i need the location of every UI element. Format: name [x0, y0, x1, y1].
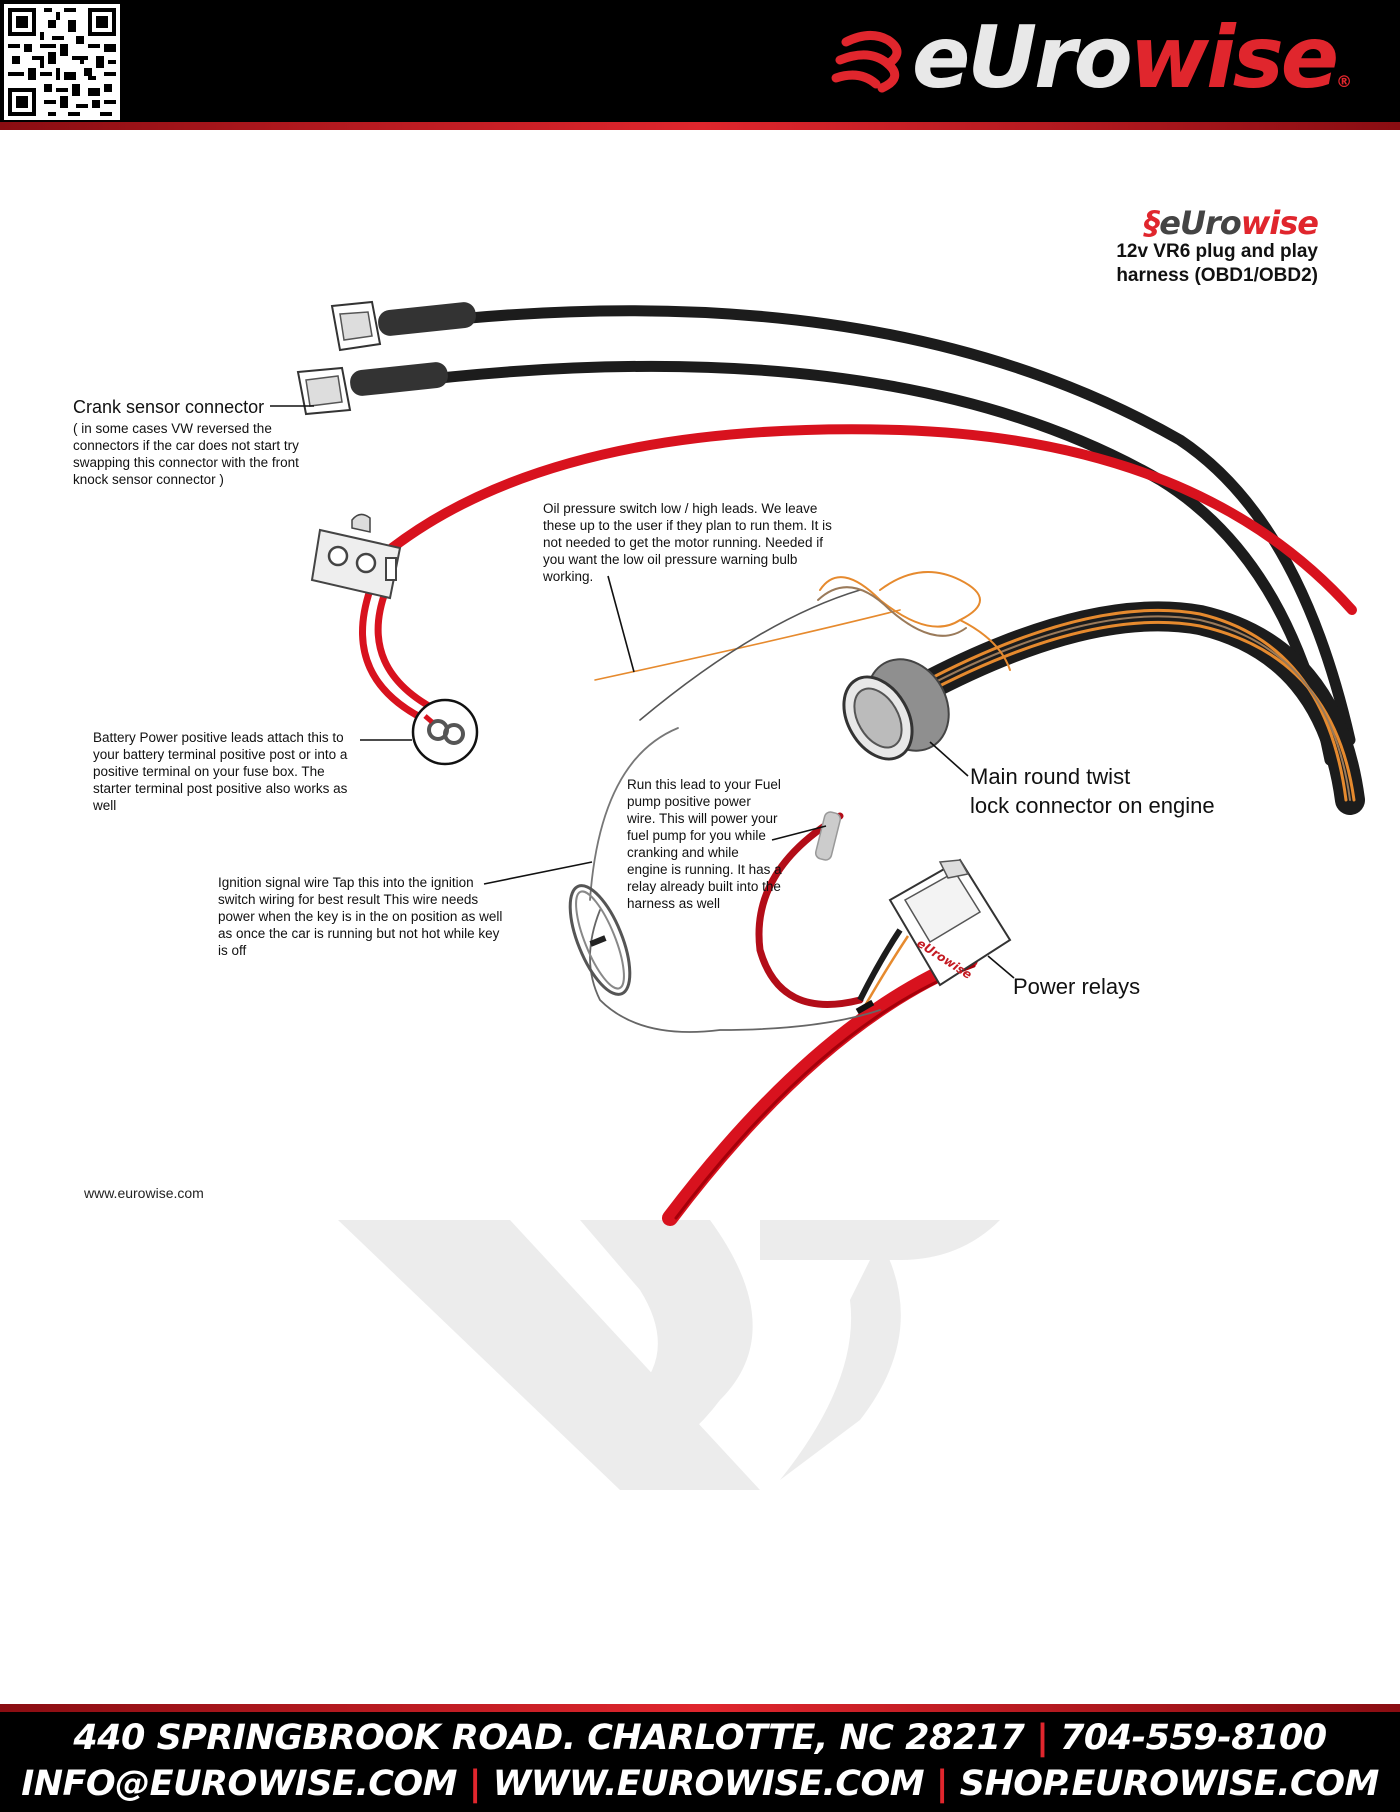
battery-label-line: your battery terminal positive post or i… [93, 747, 348, 762]
fuel-label-line: Run this lead to your Fuel [627, 777, 781, 792]
crank-sensor-label: Crank sensor connector ( in some cases V… [73, 395, 299, 488]
ignition-label-line: switch wiring for best result This wire … [218, 892, 479, 907]
fuel-label-line: cranking and while [627, 845, 739, 860]
crank-note-line: connectors if the car does not start try [73, 438, 299, 453]
battery-connector [310, 513, 402, 600]
oil-pressure-leads [594, 571, 1011, 721]
oil-pressure-label: Oil pressure switch low / high leads. We… [543, 500, 832, 585]
crank-note-line: knock sensor connector ) [73, 472, 224, 487]
ignition-signal-label: Ignition signal wire Tap this into the i… [218, 874, 502, 959]
red-wires [359, 424, 1357, 1226]
footer-shop[interactable]: SHOP.EUROWISE.COM [959, 1764, 1380, 1804]
oil-label-line: Oil pressure switch low / high leads. We… [543, 501, 818, 516]
crank-sensor-connectors [296, 300, 476, 416]
oil-label-line: not needed to get the motor running. Nee… [543, 535, 823, 550]
footer-stripe [0, 1704, 1400, 1712]
brand-logo: eUrowise® [826, 8, 1386, 114]
battery-label-line: starter terminal post positive also work… [93, 781, 348, 796]
crank-sensor-title: Crank sensor connector [73, 397, 265, 417]
black-wires [434, 305, 1356, 766]
crank-note-line: ( in some cases VW reversed the [73, 421, 272, 436]
brand-swirl-icon [831, 31, 902, 93]
brand-wordmark: eUrowise® [912, 8, 1353, 108]
main-connector-label: Main round twist lock connector on engin… [970, 762, 1215, 820]
fuel-label-line: wire. This will power your [627, 811, 778, 826]
page-header: eUrowise® [0, 0, 1400, 122]
footer-phone: 704-559-8100 [1060, 1718, 1327, 1758]
main-harness-bundle [905, 601, 1365, 815]
power-relay-box [855, 858, 1012, 1015]
battery-power-label: Battery Power positive leads attach this… [93, 729, 347, 814]
fuel-label-line: relay already built into the [627, 879, 781, 894]
diagram-title-block: §eUrowise 12v VR6 plug and play harness … [1078, 204, 1319, 288]
battery-label-line: well [93, 798, 117, 813]
fuel-label-line: pump positive power [627, 794, 751, 809]
power-relays-label: Power relays [1013, 974, 1141, 999]
fuel-label-line: harness as well [627, 896, 721, 911]
fuel-pump-label: Run this lead to your Fuel pump positive… [627, 776, 782, 912]
oil-label-line: you want the low oil pressure warning bu… [543, 552, 798, 567]
battery-label-line: Battery Power positive leads attach this… [93, 730, 344, 745]
ignition-label-line: Ignition signal wire Tap this into the i… [218, 875, 474, 890]
title-brand-swirl-icon: § [1144, 204, 1160, 242]
diagram-title-line-2: harness (OBD1/OBD2) [1116, 265, 1318, 286]
ignition-label-line: power when the key is in the on position… [218, 909, 503, 924]
footer-address: 440 SPRINGBROOK ROAD. CHARLOTTE, NC 2821… [73, 1718, 1025, 1758]
footer-separator: | [468, 1764, 482, 1804]
qr-code-icon [4, 4, 120, 120]
watermark-logo [338, 1220, 1000, 1490]
ignition-label-line: is off [218, 943, 247, 958]
oil-label-line: these up to the user if they plan to run… [543, 518, 832, 533]
oil-label-line: working. [543, 569, 594, 584]
fuel-label-line: fuel pump for you while [627, 828, 766, 843]
footer-contact-line: INFO@EUROWISE.COM | WWW.EUROWISE.COM | S… [0, 1764, 1400, 1804]
header-stripe [0, 122, 1400, 130]
fuel-label-line: engine is running. It has a [627, 862, 782, 877]
diagram-title-line-1: 12v VR6 plug and play [1116, 241, 1318, 262]
main-connector-line: Main round twist [970, 764, 1131, 789]
main-round-connector [842, 658, 950, 761]
footer-separator: | [1036, 1718, 1049, 1758]
ring-terminal-callout [411, 698, 479, 766]
leader-lines [270, 405, 1015, 979]
website-footnote: www.eurowise.com [84, 1185, 204, 1201]
battery-label-line: positive terminal on your fuse box. The [93, 764, 325, 779]
footer-address-line: 440 SPRINGBROOK ROAD. CHARLOTTE, NC 2821… [0, 1718, 1400, 1758]
crank-note-line: swapping this connector with the front [73, 455, 299, 470]
footer-website[interactable]: WWW.EUROWISE.COM [492, 1764, 925, 1804]
footer-separator: | [935, 1764, 949, 1804]
diagram-title: 12v VR6 plug and play harness (OBD1/OBD2… [1078, 240, 1318, 288]
main-connector-line: lock connector on engine [970, 793, 1215, 818]
fuel-pump-lead [814, 811, 842, 861]
footer-email[interactable]: INFO@EUROWISE.COM [21, 1764, 458, 1804]
page-footer: 440 SPRINGBROOK ROAD. CHARLOTTE, NC 2821… [0, 1712, 1400, 1812]
ignition-wire [568, 727, 881, 1033]
title-brand-logo: §eUrowise [1144, 204, 1319, 242]
ignition-label-line: as once the car is running but not hot w… [218, 926, 500, 941]
